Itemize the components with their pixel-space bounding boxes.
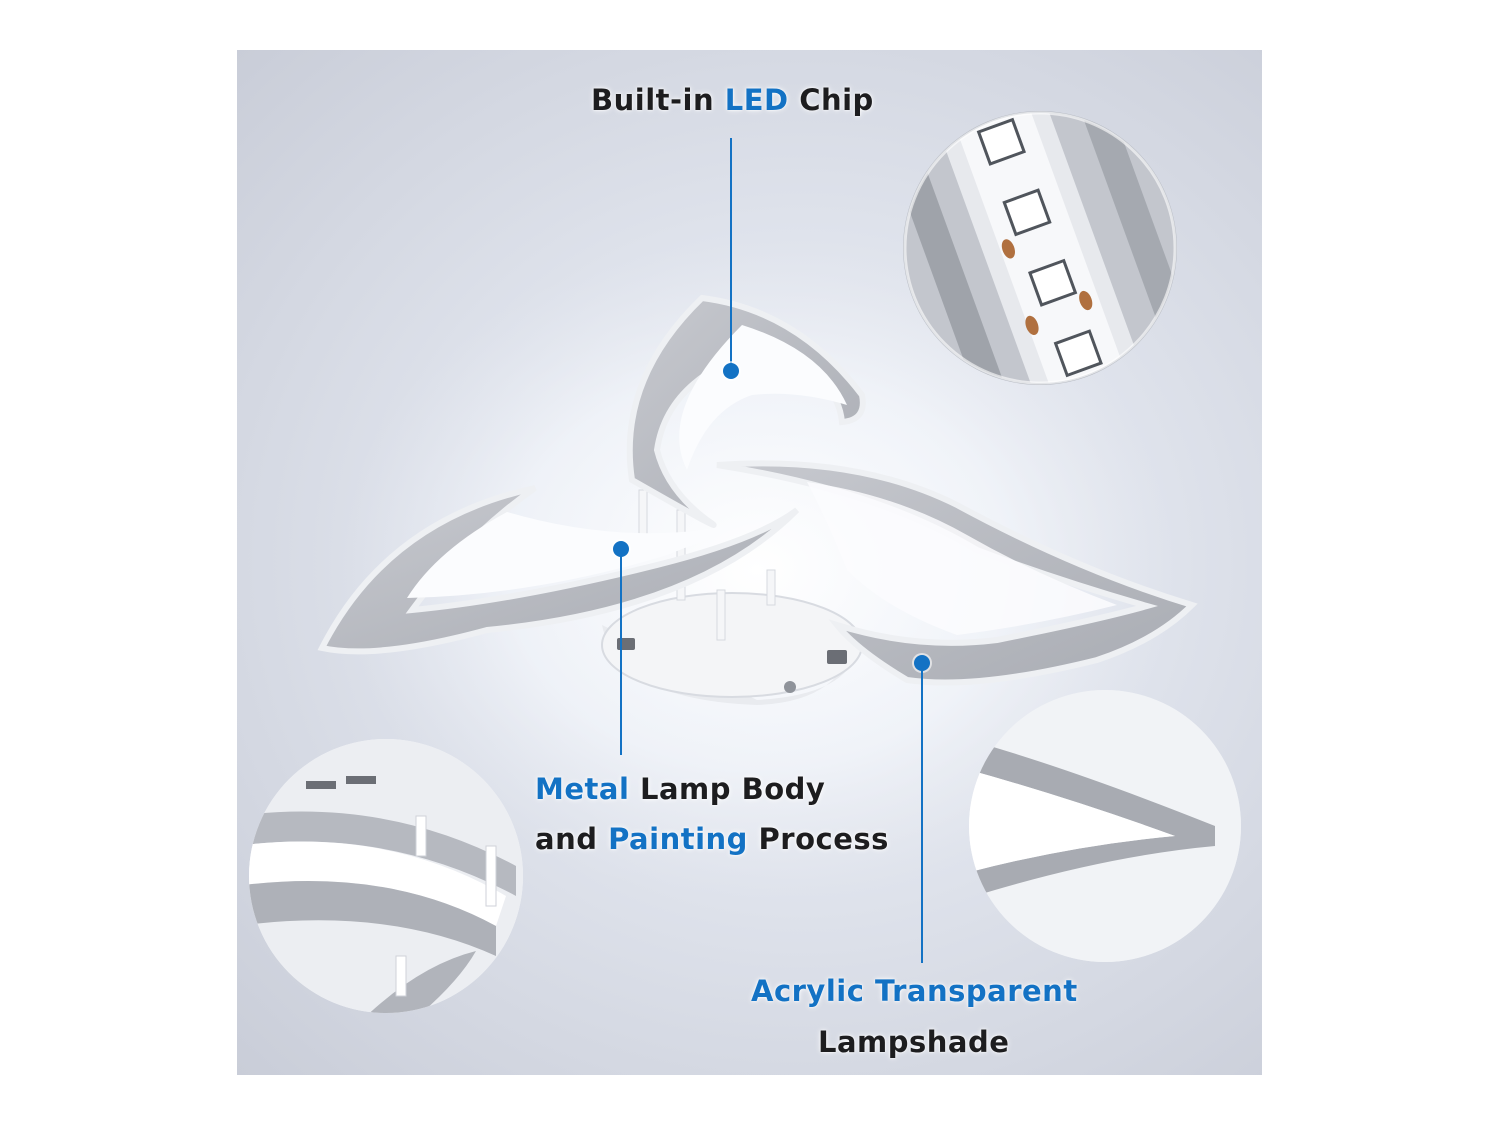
callout-painting-highlight: Painting	[608, 822, 748, 856]
callout-acrylic-dot	[914, 655, 930, 671]
callout-led-pre: Built-in	[591, 83, 725, 117]
callout-metal-highlight: Metal	[535, 772, 630, 806]
lamp-glow	[337, 240, 1177, 900]
ceiling-lamp-illustration	[249, 74, 1241, 1013]
acrylic-lampshade-zoom	[969, 690, 1241, 962]
callout-metal-dot	[613, 541, 629, 557]
callout-metal-line	[620, 555, 622, 755]
callout-led-highlight: LED	[724, 83, 789, 117]
callout-metal-line2-pre: and	[535, 822, 609, 856]
callout-led-post: Chip	[788, 83, 874, 117]
callout-acrylic-line1: Acrylic Transparent	[751, 974, 1078, 1008]
callout-metal-line1: Metal Lamp Body	[535, 772, 825, 806]
top-acrylic-arm	[626, 294, 866, 528]
callout-metal-line2: and Painting Process	[535, 822, 889, 856]
callout-metal-rest: Lamp Body	[629, 772, 826, 806]
callout-led-chip: Built-in LED Chip	[591, 83, 874, 117]
callout-acrylic-highlight: Acrylic Transparent	[751, 974, 1078, 1008]
callout-acrylic-line2: Lampshade	[818, 1025, 1010, 1059]
callout-acrylic-line	[921, 668, 923, 963]
metal-base	[601, 592, 863, 698]
callout-metal-line2-post: Process	[747, 822, 889, 856]
left-acrylic-arm	[317, 485, 800, 655]
callout-led-dot	[723, 363, 739, 379]
product-image-panel: Built-in LED Chip Metal Lamp Body and Pa…	[237, 50, 1262, 1075]
metal-base-zoom	[249, 739, 523, 1013]
callout-led-line	[730, 138, 732, 368]
